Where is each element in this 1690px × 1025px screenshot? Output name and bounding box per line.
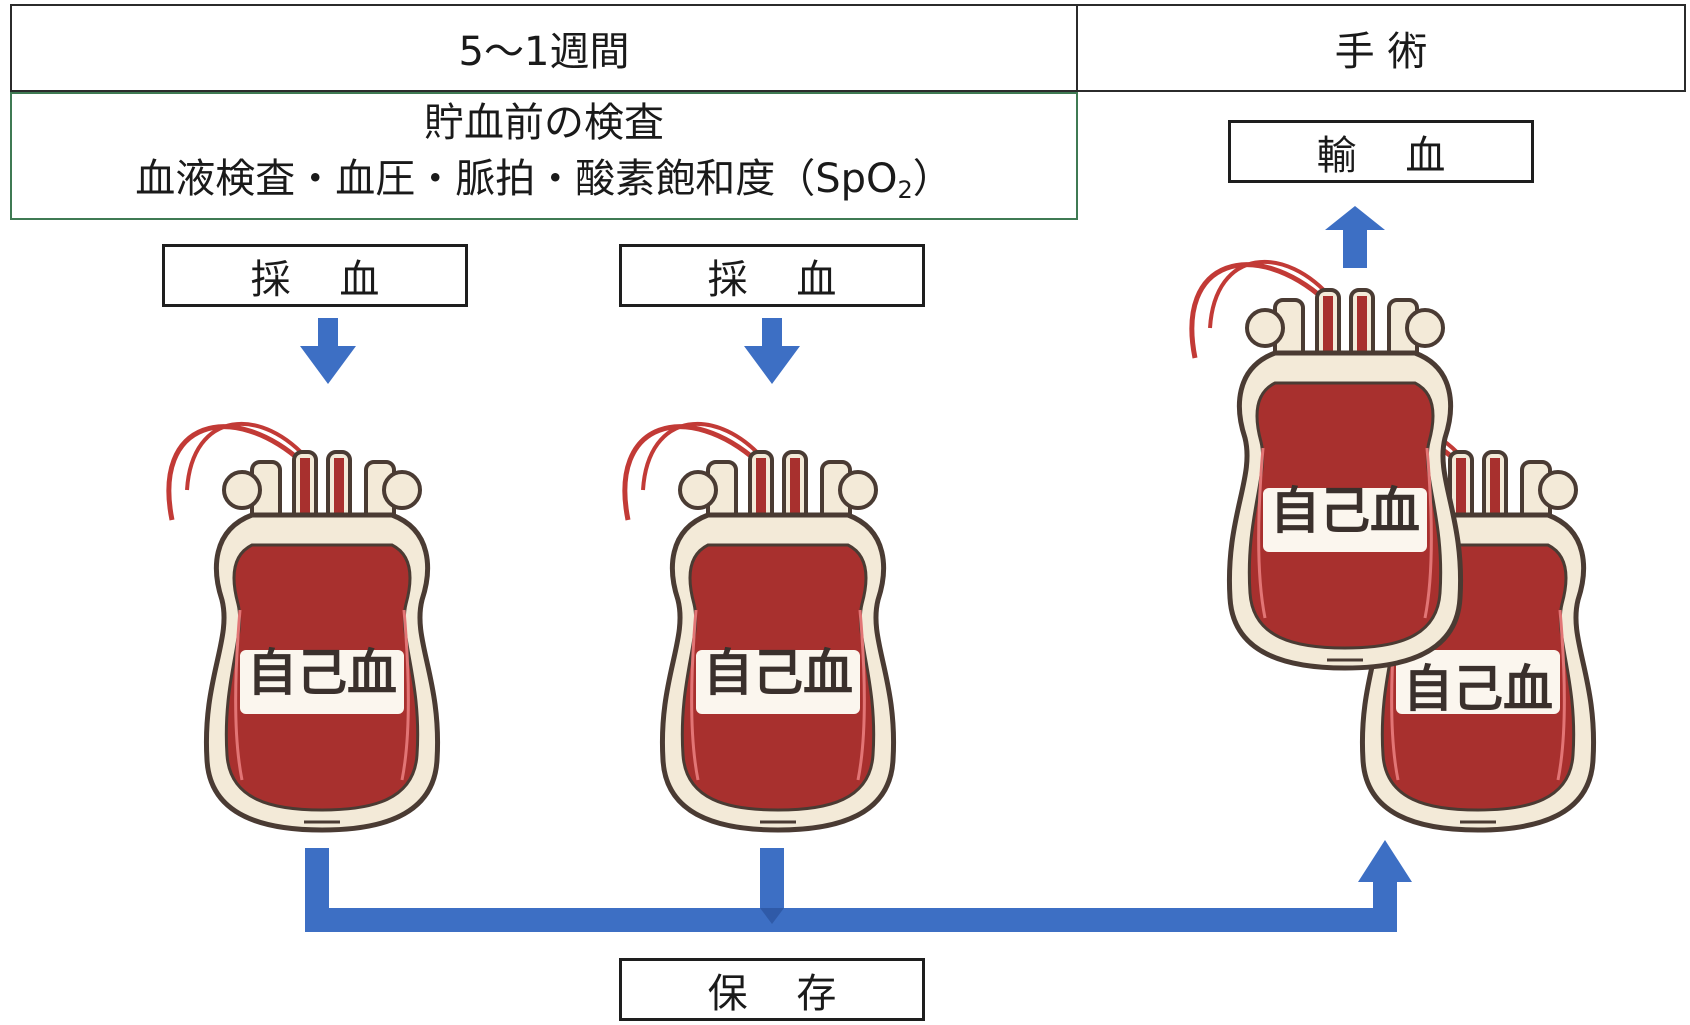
check-items-close: ） xyxy=(912,155,953,202)
blood-bag-3 xyxy=(1192,262,1461,668)
collection-box-2: 採 血 xyxy=(619,244,925,307)
pre-donation-check-box: 貯血前の検査 血液検査・血圧・脈拍・酸素飽和度（SpO2） xyxy=(10,92,1078,220)
down-arrow-1 xyxy=(300,318,356,384)
transfusion-box: 輸 血 xyxy=(1228,120,1534,183)
period-header-label: 5～1週間 xyxy=(458,29,630,75)
check-items-text: 血液検査・血圧・脈拍・酸素飽和度（SpO xyxy=(135,155,898,202)
pre-donation-check-title: 貯血前の検査 xyxy=(424,99,664,146)
period-header: 5～1週間 xyxy=(10,4,1078,92)
surgery-header: 手 術 xyxy=(1076,4,1686,92)
spo2-subscript: 2 xyxy=(897,175,913,204)
collection-box-1: 採 血 xyxy=(162,244,468,307)
storage-flow-line xyxy=(305,840,1412,932)
storage-label: 保 存 xyxy=(707,970,855,1017)
collection-label-2: 採 血 xyxy=(707,256,855,303)
bag-label-2: 自己血 xyxy=(703,644,853,702)
collection-label-1: 採 血 xyxy=(250,256,398,303)
transfusion-label: 輸 血 xyxy=(1316,132,1464,179)
blood-bag-1 xyxy=(169,424,438,830)
bag-label-1: 自己血 xyxy=(247,644,397,702)
up-arrow-transfusion xyxy=(1325,206,1385,268)
pre-donation-check-items: 血液検査・血圧・脈拍・酸素飽和度（SpO2） xyxy=(135,151,953,218)
bag-label-3: 自己血 xyxy=(1270,482,1420,540)
storage-box: 保 存 xyxy=(619,958,925,1021)
surgery-header-label: 手 術 xyxy=(1334,29,1428,75)
bag-label-4: 自己血 xyxy=(1403,660,1553,718)
down-arrow-2 xyxy=(744,318,800,384)
blood-bag-2 xyxy=(625,424,894,830)
